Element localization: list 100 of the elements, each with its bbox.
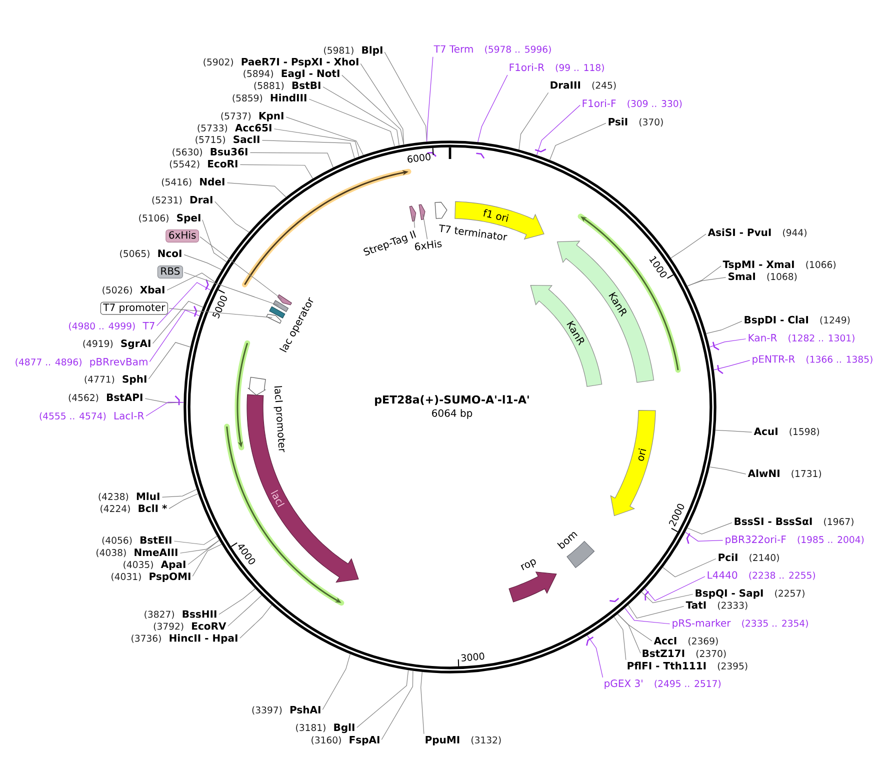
leader-line <box>308 98 395 147</box>
site-label: PshAI <box>290 706 320 714</box>
leader-line <box>586 635 604 678</box>
leader-line <box>184 254 222 270</box>
leader-line <box>709 466 746 474</box>
primer-label: T7 Term <box>434 45 473 53</box>
leader-line <box>188 540 220 565</box>
site-label: NmeAIII <box>134 548 178 556</box>
leader-line <box>687 277 726 286</box>
position-label: (4056) <box>102 536 132 545</box>
site-label: Bsu36I <box>210 148 248 156</box>
leader-line <box>152 300 204 344</box>
site-label: KpnI <box>259 112 284 122</box>
site-label: SmaI <box>728 272 755 280</box>
leader-line <box>168 308 272 318</box>
tick-label: 5000 <box>212 296 227 319</box>
leader-line <box>685 532 724 542</box>
position-label: (5542) <box>170 160 200 169</box>
position-label: (3160) <box>312 736 341 745</box>
position-label: (2335 .. 2354) <box>742 620 808 628</box>
position-label: (5978 .. 5996) <box>485 46 551 54</box>
leader-line <box>192 544 222 577</box>
leader-line <box>202 220 227 262</box>
site-label: BspDI - ClaI <box>744 316 808 326</box>
position-label: (5065) <box>120 250 150 258</box>
leader-line <box>156 282 211 326</box>
site-label: ApaI <box>160 560 186 570</box>
primer-label: pRS-marker <box>672 619 731 629</box>
position-label: (3181) <box>296 724 326 732</box>
position-label: (4031) <box>112 572 141 582</box>
leader-line <box>628 604 684 619</box>
site-label: TspMI - XmaI <box>722 260 794 270</box>
leader-line <box>168 493 198 509</box>
leader-line <box>144 398 184 404</box>
site-label: EcoRI <box>208 160 238 168</box>
position-label: (1282 .. 1301) <box>788 334 854 343</box>
leader-line <box>356 670 409 728</box>
site-label: XbaI <box>140 286 164 294</box>
leader-line <box>262 140 355 158</box>
leader-line <box>180 540 220 554</box>
leader-line <box>413 215 416 228</box>
feature-tag: T7 promoter <box>100 302 168 315</box>
leader-line <box>149 310 200 362</box>
leader-line <box>214 201 250 232</box>
site-label: PaeR7I - PspXI - XhoI <box>242 58 358 68</box>
position-label: (5981) <box>324 46 354 55</box>
feature-tag: RBS <box>157 266 183 278</box>
site-label: SacII <box>234 136 260 144</box>
tick-label: 3000 <box>461 652 484 662</box>
position-label: (4555 .. 4574) <box>40 412 106 421</box>
leader-line <box>687 522 732 534</box>
position-label: (5733) <box>198 124 228 133</box>
position-label: (5859) <box>232 94 262 103</box>
position-label: (5231) <box>152 196 182 205</box>
leader-line <box>617 614 641 654</box>
leader-line <box>641 592 694 604</box>
leader-line <box>322 654 350 710</box>
leader-line <box>715 430 752 433</box>
position-label: (2257) <box>775 590 804 598</box>
feature-segment <box>409 206 416 222</box>
size-label: 6064 bp <box>432 409 472 419</box>
leader-line <box>478 74 508 142</box>
position-label: (4562) <box>68 394 98 402</box>
feature-label: rop <box>520 559 536 570</box>
position-label: (1068) <box>767 272 797 282</box>
site-label: SphI <box>122 375 146 385</box>
site-label: BstEII <box>140 536 172 544</box>
leader-line <box>250 152 334 168</box>
feature-segment: ori <box>610 410 656 516</box>
site-label: MluI <box>136 492 160 500</box>
feature-tag: 6xHis <box>166 230 200 242</box>
site-label: BstZ17I <box>642 650 684 658</box>
leader-line <box>148 342 191 380</box>
position-label: (3736) <box>132 634 161 643</box>
position-label: (5902) <box>204 58 233 67</box>
primer-label: pBR322ori-F <box>726 535 786 546</box>
leader-line <box>342 74 404 145</box>
position-label: (99 .. 118) <box>556 64 604 72</box>
leader-line <box>518 92 549 150</box>
primer-label: LacI-R <box>114 412 144 420</box>
position-label: (3397) <box>252 706 282 715</box>
position-label: (5026) <box>102 286 132 295</box>
feature-label: 6xHis <box>414 240 442 250</box>
position-label: (5106) <box>139 214 168 223</box>
site-label: TatI <box>686 601 706 609</box>
position-label: (5881) <box>254 82 284 90</box>
leader-line <box>240 604 272 638</box>
site-label: BssSI - BssSαI <box>734 518 812 526</box>
leader-line <box>426 56 434 142</box>
position-label: (4877 .. 4896) <box>16 358 82 367</box>
site-label: PpuMI <box>426 736 460 746</box>
site-label: AccI <box>654 637 676 644</box>
primer-label: F1ori-R <box>510 63 544 72</box>
position-label: (4224) <box>100 504 130 514</box>
position-label: (4919) <box>83 340 113 348</box>
leader-line <box>174 536 218 545</box>
position-label: (2140) <box>750 554 779 562</box>
site-label: PspOMI <box>150 572 190 582</box>
site-label: BglI <box>334 723 354 734</box>
position-label: (309 .. 330) <box>628 100 682 108</box>
